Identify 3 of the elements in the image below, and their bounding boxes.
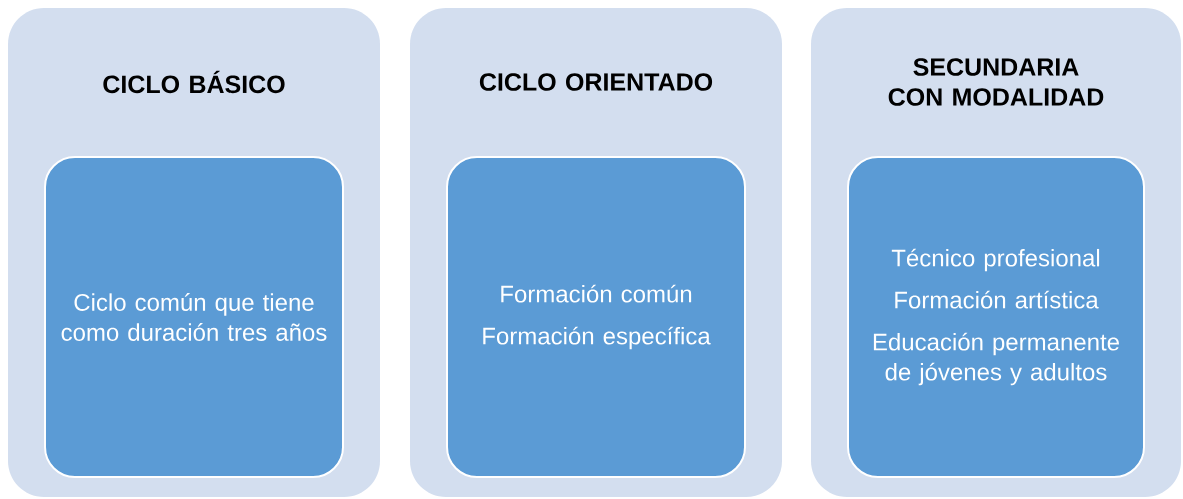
content-box: Ciclo común que tiene como duración tres años — [44, 156, 344, 478]
content-box: Técnico profesional Formación artística Educación permanente de jóvenes y adultos — [847, 156, 1145, 478]
content-box: Formación común Formación específica — [446, 156, 746, 478]
